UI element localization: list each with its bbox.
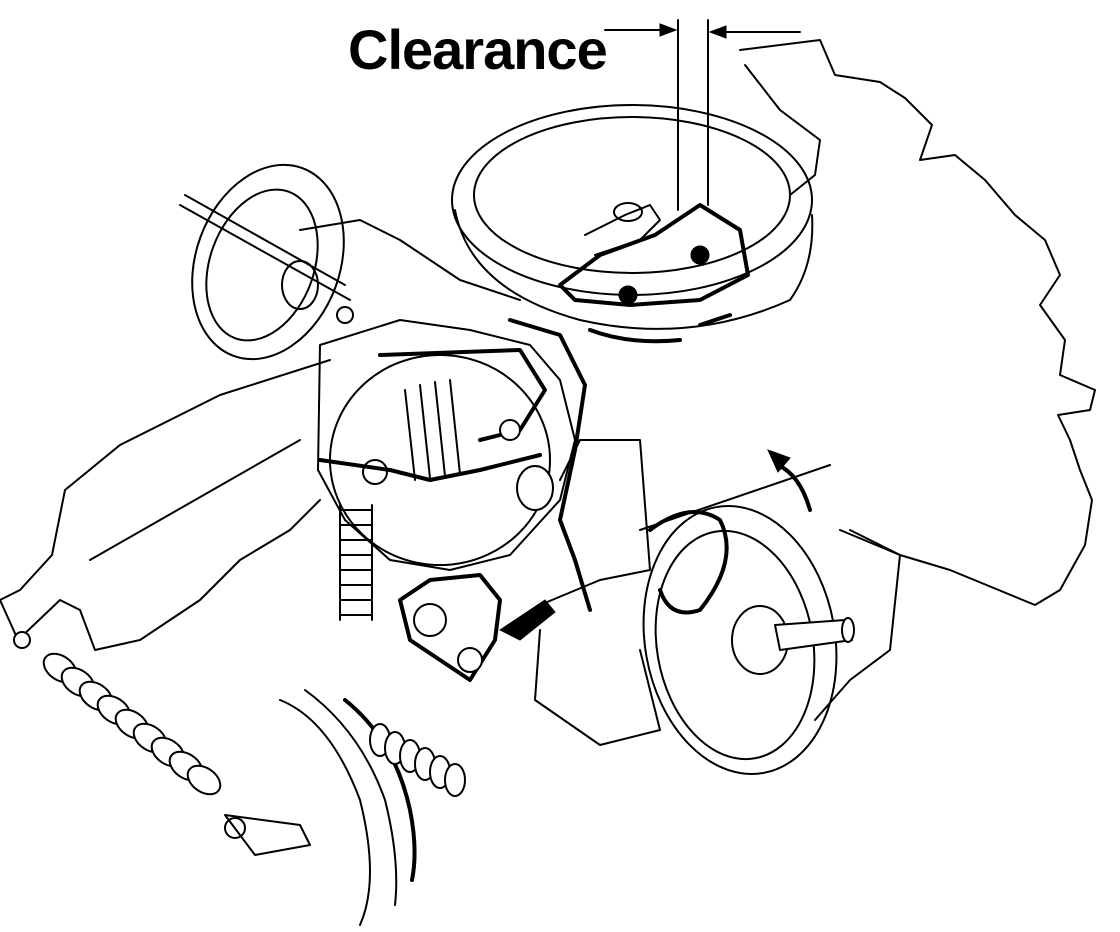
drum-cut-line — [590, 315, 730, 341]
spring-end-left — [14, 632, 30, 648]
brake-drum-outer — [452, 105, 812, 295]
lower-brake-shoe-inner — [305, 690, 396, 905]
right-pulley-belt — [650, 512, 727, 613]
clutch-hub — [517, 466, 553, 510]
housing-inner-outline — [745, 65, 820, 195]
clearance-arrow-left-head — [660, 24, 676, 36]
drum-lever — [585, 205, 660, 255]
clutch-bolt-1 — [363, 460, 387, 484]
brake-drum-rim — [455, 210, 812, 329]
rotation-arrow-head — [768, 450, 790, 472]
left-pulley-hub — [282, 261, 318, 309]
bottom-right-bracket — [815, 530, 900, 720]
lower-shoe-lining — [345, 700, 415, 880]
direction-arrow-lower — [500, 600, 555, 640]
clearance-label: Clearance — [348, 18, 608, 81]
clutch-bolt-3 — [337, 307, 353, 323]
brake-shoe-top — [560, 205, 748, 305]
right-shaft — [775, 620, 852, 650]
spring-link — [225, 815, 310, 855]
right-axis-line — [640, 465, 830, 530]
clearance-arrow-right-head — [710, 26, 726, 38]
right-shaft-end — [842, 618, 854, 642]
linkage-arm-inner — [90, 440, 300, 560]
diagonal-spring — [38, 648, 225, 800]
mounting-block — [540, 440, 650, 605]
lower-pivot-2 — [458, 648, 482, 672]
clutch-plates — [405, 380, 460, 480]
clutch-bolt-2 — [500, 420, 520, 440]
lower-coil-springs — [370, 724, 465, 796]
left-shaft-1 — [180, 205, 350, 300]
vertical-spring — [340, 505, 372, 620]
linkage-arm-outline — [0, 360, 330, 650]
lower-pivot-1 — [414, 604, 446, 636]
mounting-base — [535, 630, 660, 745]
rotation-arrow — [778, 465, 810, 510]
shoe-rivet-2 — [691, 246, 709, 264]
left-pulley-inner — [186, 174, 337, 356]
left-pulley-outer — [166, 143, 370, 380]
clutch-housing — [318, 320, 575, 570]
brake-drum-inner — [474, 117, 790, 273]
clutch-lower-band — [320, 455, 540, 480]
engine-housing-outline — [740, 40, 1095, 605]
left-bracket — [300, 220, 520, 300]
left-shaft-2 — [185, 195, 345, 285]
lower-mechanism — [400, 575, 500, 680]
lower-brake-shoe — [280, 700, 370, 925]
shoe-rivet-1 — [619, 286, 637, 304]
